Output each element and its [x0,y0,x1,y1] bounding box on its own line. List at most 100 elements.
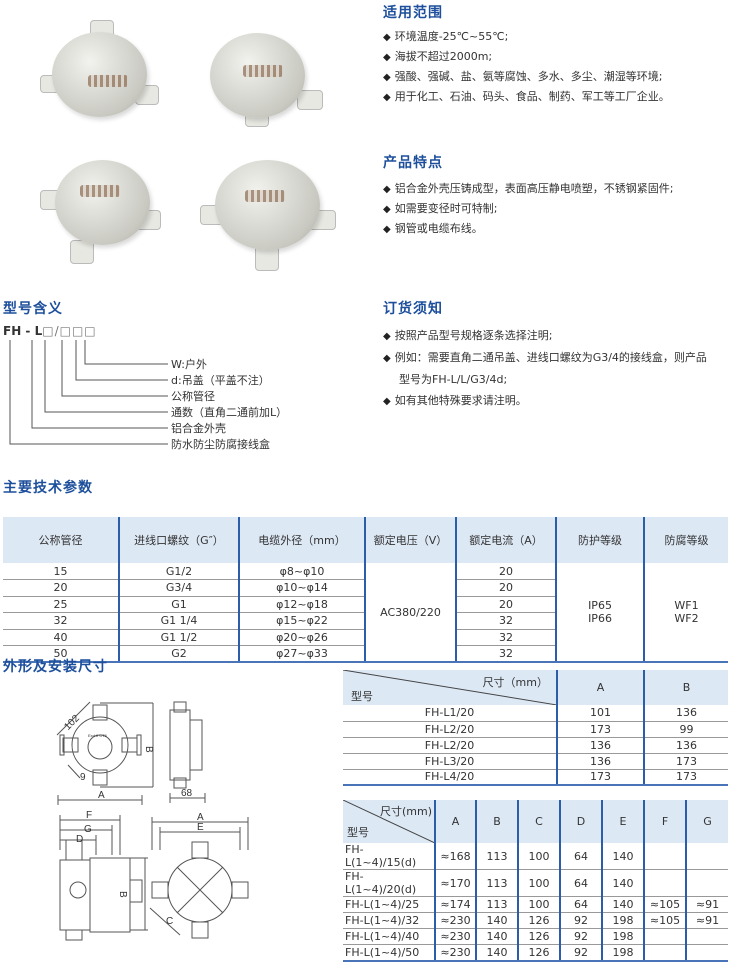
col-header: B [475,800,518,843]
features-title: 产品特点 [383,155,443,171]
feature-item: ◆钢管或电缆布线。 [383,222,483,235]
value-cell [643,928,686,945]
dimension-drawings: 102 9 A B 68 F G D B A E C Exd II CT6 [56,701,249,941]
col-header: E [601,800,644,843]
value-cell: ≈105 [643,896,686,913]
ordering-title: 订货须知 [383,301,443,317]
value-cell: ≈174 [434,896,476,913]
col-header: 电缆外径（mm） [238,517,365,563]
value-cell [643,843,686,870]
scope-item: ◆强酸、强碱、盐、氨等腐蚀、多水、多尘、潮湿等环境; [383,70,663,83]
model-legend-item: 通数（直角二通前加L） [171,406,288,419]
scope-item: ◆环境温度-25℃~55℃; [383,30,509,43]
dim-label-b2: B [117,891,128,898]
table-header-row: 尺寸（mm） 型号 A B [343,670,728,705]
value-cell: 140 [601,843,644,870]
ordering-item: ◆例如：需要直角二通吊盖、进线口螺纹为G3/4的接线盒，则产品 [383,351,707,364]
value-cell [685,944,728,962]
model-code: FH - L□/□□□ [3,324,97,338]
value-cell: 64 [559,896,602,913]
dim-label-c: C [166,916,173,927]
model-cell: FH-L(1~4)/32 [343,912,435,929]
model-legend-item: d:吊盖（平盖不注） [171,374,270,387]
model-cell: FH-L(1~4)/20(d) [343,869,435,897]
value-cell: ≈170 [434,869,476,897]
product-photo-2 [205,25,325,135]
col-header: D [559,800,602,843]
ordering-item: ◆如有其他特殊要求请注明。 [383,394,527,407]
value-cell: 126 [517,944,560,962]
value-cell: 198 [601,928,644,945]
col-header: A [556,670,644,705]
diagonal-header-cell: 尺寸（mm） 型号 [343,670,557,705]
model-legend-item: 铝合金外壳 [171,422,226,435]
dim-label-g: G [84,824,92,835]
col-header: 额定电压（V） [364,517,456,563]
model-cell: FH-L(1~4)/40 [343,928,435,945]
dimension-table-full: 尺寸(mm) 型号 A B C D E F G FH-L(1~4)/15(d)≈… [343,800,728,962]
value-cell [685,869,728,897]
dim-label-b: B [143,746,154,753]
model-cell: FH-L(1~4)/25 [343,896,435,913]
product-photo-4 [200,160,340,280]
dim-label-102: 102 [62,713,82,733]
voltage-cell: AC380/220 [364,563,456,663]
model-meaning-title: 型号含义 [3,301,63,317]
value-cell: 100 [517,869,560,897]
value-cell [685,928,728,945]
value-cell: ≈91 [685,912,728,929]
dim-label-a2: A [197,812,204,823]
scope-item: ◆用于化工、石油、码头、食品、制药、军工等工厂企业。 [383,90,670,103]
feature-item: ◆如需要变径时可特制; [383,202,498,215]
dim-label-f: F [86,810,92,821]
model-legend-item: 公称管径 [171,390,215,403]
specs-title: 主要技术参数 [3,480,93,496]
value-cell: 64 [559,843,602,870]
col-header: A [434,800,476,843]
scope-list: ◆环境温度-25℃~55℃; ◆海拔不超过2000m; ◆强酸、强碱、盐、氨等腐… [383,27,670,107]
ordering-item: ◆按照产品型号规格逐条选择注明; [383,329,553,342]
col-header: 防护等级 [555,517,644,563]
value-cell: 113 [475,896,518,913]
value-cell: ≈168 [434,843,476,870]
col-header: 进线口螺纹（G″） [118,517,239,563]
value-cell: 140 [475,944,518,962]
dim-label-d: D [76,834,83,845]
value-cell: 92 [559,912,602,929]
value-cell: ≈230 [434,944,476,962]
scope-title: 适用范围 [383,5,443,21]
value-cell: ≈91 [685,896,728,913]
value-cell: ≈105 [643,912,686,929]
dimensions-title: 外形及安装尺寸 [3,659,108,675]
top-view-drawing [56,701,154,805]
col-header: G [685,800,728,843]
scope-item: ◆海拔不超过2000m; [383,50,493,63]
value-cell [685,843,728,870]
diagonal-header-cell: 尺寸(mm) 型号 [343,800,435,843]
ordering-item-continued: 型号为FH-L/L/G3/4d; [399,373,508,386]
features-list: ◆铝合金外壳压铸成型，表面高压静电喷塑，不锈钢紧固件; ◆如需要变径时可特制; … [383,179,673,239]
value-cell: 113 [475,843,518,870]
front-view-drawing [59,815,148,941]
specs-table: 公称管径 进线口螺纹（G″） 电缆外径（mm） 额定电压（V） 额定电流（A） … [3,517,728,663]
diagonal-line [343,800,435,843]
col-header: C [517,800,560,843]
model-legend-item: 防水防尘防腐接线盒 [171,438,270,451]
col-header: 防腐等级 [643,517,728,563]
